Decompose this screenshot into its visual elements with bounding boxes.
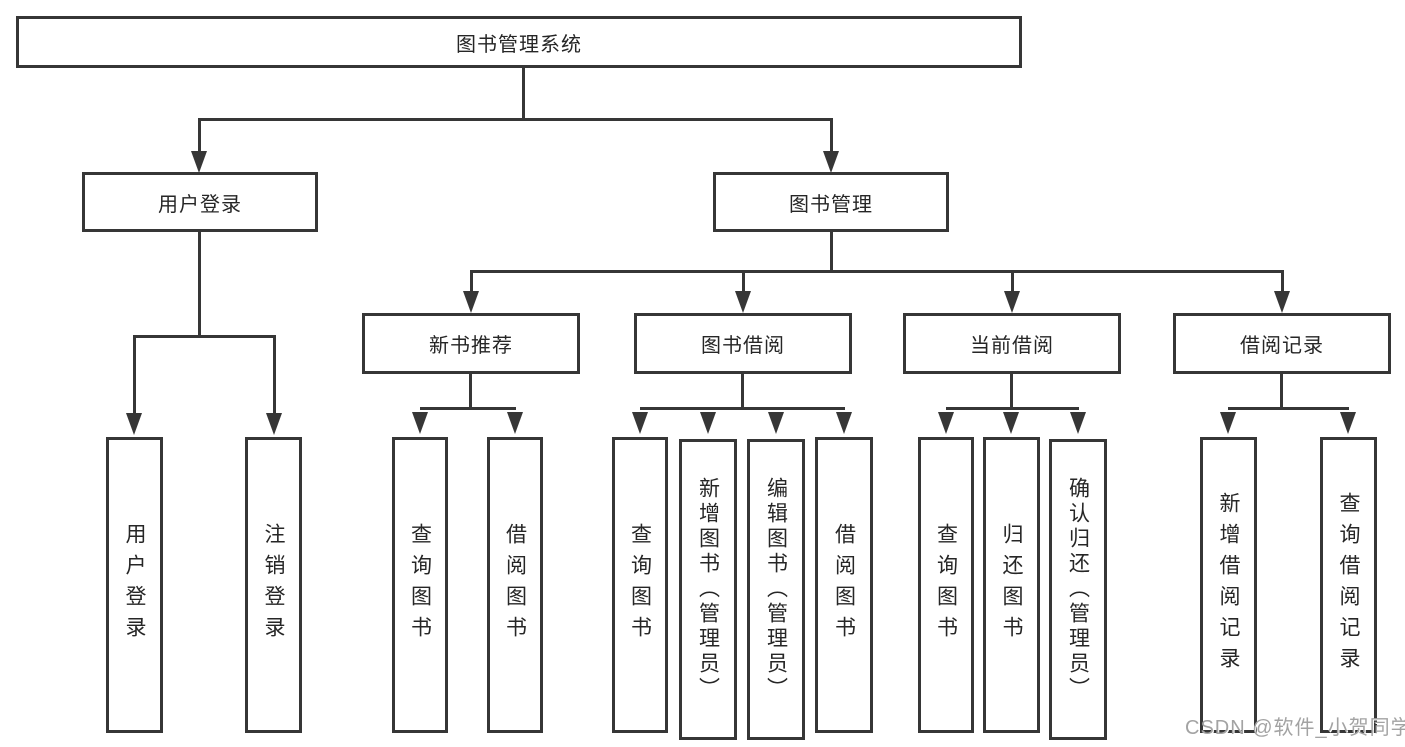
arrow-down-icon bbox=[1220, 412, 1236, 434]
node-label: 图书管理 bbox=[789, 193, 873, 216]
connector-line bbox=[273, 335, 276, 415]
arrow-down-icon bbox=[463, 291, 479, 313]
arrow-down-icon bbox=[412, 412, 428, 434]
leaf-borrow-books: 借阅图书 bbox=[815, 437, 873, 733]
leaf-query-books: 查询图书 bbox=[392, 437, 448, 733]
leaf-query-borrow-record: 查询借阅记录 bbox=[1320, 437, 1377, 733]
node-book-borrowing: 图书借阅 bbox=[634, 313, 852, 374]
node-book-management: 图书管理 bbox=[713, 172, 949, 232]
leaf-add-book-admin: 新增图书（管理员） bbox=[679, 439, 737, 740]
connector-line bbox=[469, 374, 472, 410]
leaf-label: 查询图书 bbox=[408, 523, 432, 647]
node-library-management-system: 图书管理系统 bbox=[16, 16, 1022, 68]
arrow-down-icon bbox=[700, 412, 716, 434]
arrow-down-icon bbox=[1004, 291, 1020, 313]
connector-line bbox=[830, 232, 833, 272]
arrow-down-icon bbox=[735, 291, 751, 313]
leaf-borrow-books: 借阅图书 bbox=[487, 437, 543, 733]
connector-line bbox=[742, 270, 745, 292]
connector-line bbox=[470, 270, 473, 292]
connector-line bbox=[640, 407, 845, 410]
arrow-down-icon bbox=[938, 412, 954, 434]
leaf-label: 确认归还（管理员） bbox=[1066, 477, 1090, 702]
node-label: 当前借阅 bbox=[970, 335, 1054, 357]
arrow-down-icon bbox=[1340, 412, 1356, 434]
csdn-watermark: CSDN @软件_小贺同学 bbox=[1185, 717, 1405, 739]
arrow-down-icon bbox=[1070, 412, 1086, 434]
connector-line bbox=[1281, 270, 1284, 292]
connector-line bbox=[1228, 407, 1349, 410]
leaf-label: 新增借阅记录 bbox=[1217, 492, 1240, 678]
leaf-label: 借阅图书 bbox=[832, 523, 856, 647]
leaf-return-book: 归还图书 bbox=[983, 437, 1040, 733]
node-label: 借阅记录 bbox=[1240, 335, 1324, 357]
leaf-label: 注销登录 bbox=[262, 523, 285, 647]
connector-line bbox=[420, 407, 516, 410]
arrow-down-icon bbox=[1003, 412, 1019, 434]
connector-line bbox=[830, 118, 833, 154]
connector-line bbox=[741, 374, 744, 410]
arrow-down-icon bbox=[836, 412, 852, 434]
leaf-confirm-return-admin: 确认归还（管理员） bbox=[1049, 439, 1107, 740]
arrow-down-icon bbox=[1274, 291, 1290, 313]
node-new-book-recommend: 新书推荐 bbox=[362, 313, 580, 374]
arrow-down-icon bbox=[632, 412, 648, 434]
arrow-down-icon bbox=[191, 151, 207, 173]
arrow-down-icon bbox=[823, 151, 839, 173]
node-label: 图书管理系统 bbox=[456, 33, 582, 56]
leaf-add-borrow-record: 新增借阅记录 bbox=[1200, 437, 1257, 733]
leaf-label: 查询借阅记录 bbox=[1337, 492, 1360, 678]
arrow-down-icon bbox=[126, 413, 142, 435]
leaf-label: 新增图书（管理员） bbox=[696, 477, 720, 702]
node-user-login: 用户登录 bbox=[82, 172, 318, 232]
leaf-label: 用户登录 bbox=[123, 523, 146, 647]
leaf-label: 查询图书 bbox=[934, 523, 958, 647]
leaf-label: 查询图书 bbox=[628, 523, 652, 647]
connector-line bbox=[946, 407, 1079, 410]
leaf-query-books: 查询图书 bbox=[612, 437, 668, 733]
connector-line bbox=[522, 68, 525, 120]
arrow-down-icon bbox=[768, 412, 784, 434]
node-label: 新书推荐 bbox=[429, 335, 513, 357]
connector-line bbox=[199, 118, 833, 121]
connector-line bbox=[134, 335, 276, 338]
connector-line bbox=[471, 270, 1283, 273]
leaf-logout: 注销登录 bbox=[245, 437, 302, 733]
connector-line bbox=[198, 118, 201, 154]
node-borrowing-records: 借阅记录 bbox=[1173, 313, 1391, 374]
connector-line bbox=[133, 335, 136, 415]
arrow-down-icon bbox=[507, 412, 523, 434]
leaf-label: 归还图书 bbox=[1000, 523, 1023, 647]
connector-line bbox=[198, 232, 201, 338]
leaf-label: 编辑图书（管理员） bbox=[764, 477, 788, 702]
leaf-edit-book-admin: 编辑图书（管理员） bbox=[747, 439, 805, 740]
connector-line bbox=[1010, 374, 1013, 410]
node-label: 用户登录 bbox=[158, 193, 242, 216]
node-current-borrowing: 当前借阅 bbox=[903, 313, 1121, 374]
leaf-label: 借阅图书 bbox=[503, 523, 527, 647]
connector-line bbox=[1280, 374, 1283, 410]
leaf-user-login: 用户登录 bbox=[106, 437, 163, 733]
node-label: 图书借阅 bbox=[701, 335, 785, 357]
leaf-query-books: 查询图书 bbox=[918, 437, 974, 733]
connector-line bbox=[1011, 270, 1014, 292]
arrow-down-icon bbox=[266, 413, 282, 435]
